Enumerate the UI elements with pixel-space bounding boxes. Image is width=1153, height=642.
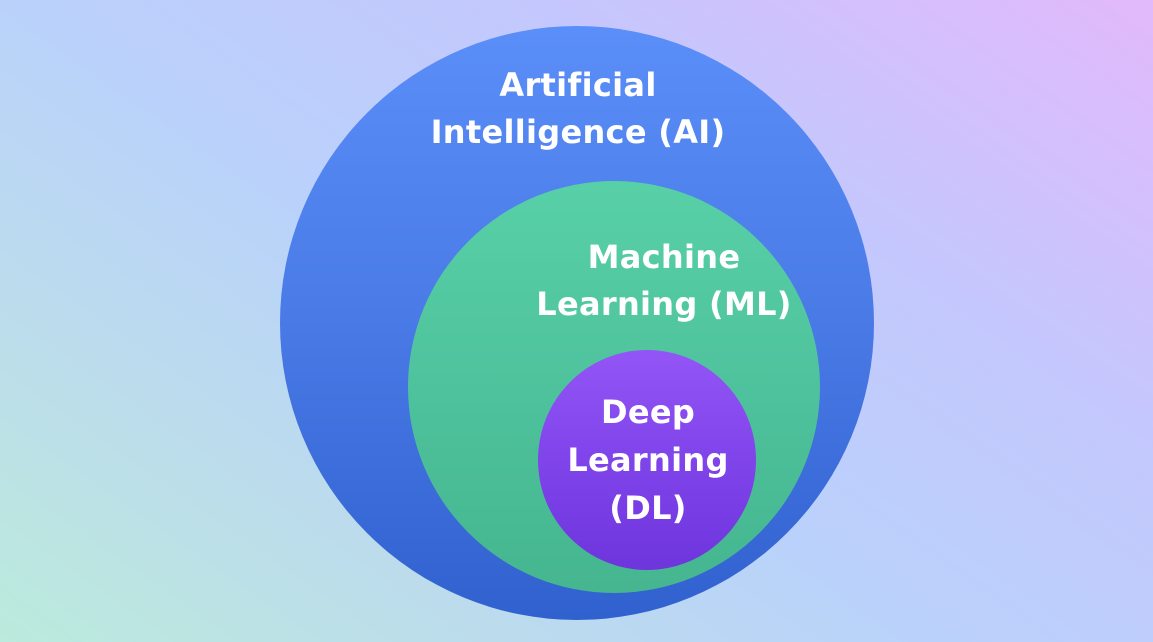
ai-label: Artificial Intelligence (AI) (281, 62, 875, 156)
dl-label: Deep Learning (DL) (539, 388, 757, 532)
ml-label: Machine Learning (ML) (458, 234, 870, 328)
ai-label-line: Artificial (499, 66, 657, 104)
ml-circle: Machine Learning (ML) (408, 181, 820, 593)
ai-label-line: Intelligence (AI) (430, 113, 726, 151)
dl-label-line: Deep (600, 393, 696, 431)
ml-label-line: Machine (587, 238, 741, 276)
dl-circle: Deep Learning (DL) (538, 350, 756, 570)
dl-label-line: Learning (567, 441, 729, 479)
dl-label-line: (DL) (609, 489, 687, 527)
ml-label-line: Learning (ML) (536, 285, 792, 323)
